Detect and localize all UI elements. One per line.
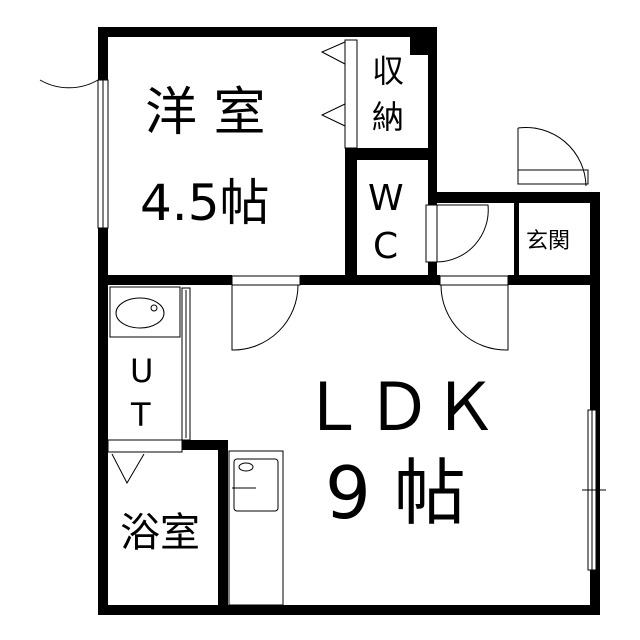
bathroom-label: 浴室	[120, 510, 200, 556]
wc-hall-door[interactable]	[439, 275, 509, 351]
wc-door[interactable]	[425, 204, 489, 263]
storage-label-1: 収	[372, 52, 404, 90]
utility-label-1: U	[130, 352, 153, 390]
western-room-size: 4.5帖	[140, 174, 270, 232]
walls	[98, 27, 600, 615]
left-window	[39, 79, 109, 229]
kitchen-counter	[228, 450, 284, 606]
wc-label-2: C	[373, 226, 398, 267]
entrance-label: 玄関	[526, 229, 570, 254]
western-room-door[interactable]	[231, 275, 301, 351]
western-room-name: 洋 室	[145, 83, 266, 143]
right-window	[582, 409, 606, 571]
wc-label-1: W	[368, 178, 404, 219]
utility-partition	[107, 287, 191, 485]
closet-sliding-door[interactable]	[320, 39, 358, 149]
washbasin	[109, 286, 181, 338]
entrance-door[interactable]	[517, 126, 589, 187]
storage-label-2: 納	[372, 98, 404, 136]
ldk-size: 9 帖	[325, 451, 466, 535]
utility-label-2: T	[130, 396, 151, 434]
ldk-label: ＬＤＫ	[300, 369, 498, 446]
